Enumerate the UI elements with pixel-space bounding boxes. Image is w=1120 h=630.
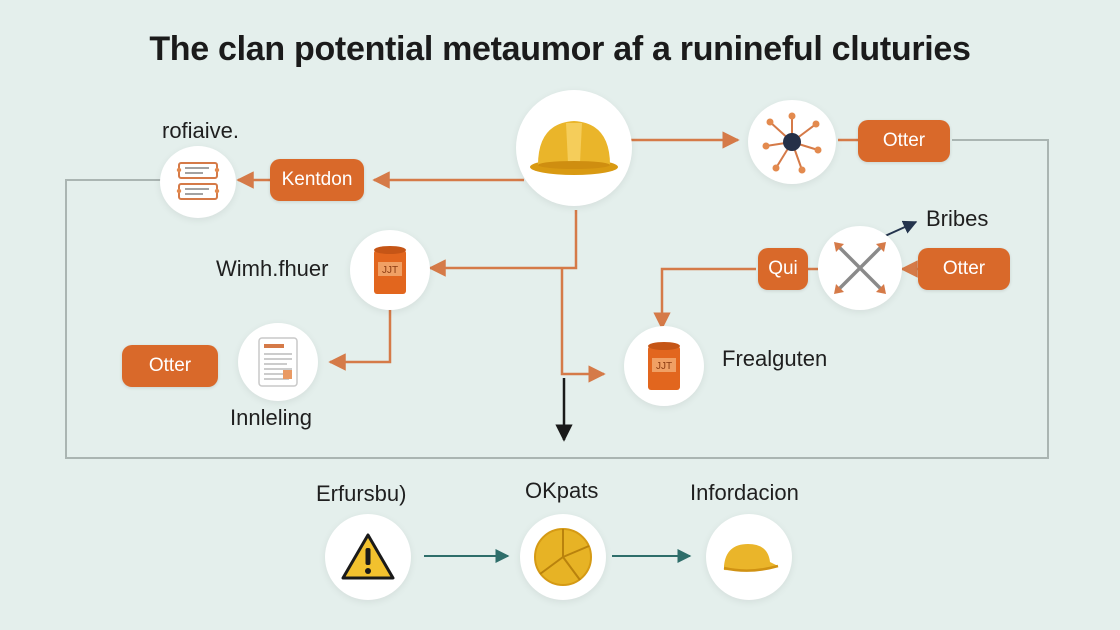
crossed-tools-node (818, 226, 902, 310)
svg-text:JJT: JJT (382, 265, 398, 276)
can-left-node: JJT (350, 230, 430, 310)
line-trunk-branch (560, 268, 606, 383)
hard-hat-node (516, 90, 632, 206)
diagram-title: The clan potential metaumor af a runinef… (149, 30, 971, 68)
arrow-can-to-document (328, 306, 392, 371)
hard-hat-icon (528, 115, 620, 181)
pie-node (520, 514, 606, 600)
tickets-node (160, 146, 236, 218)
crossed-tools-icon (830, 238, 890, 298)
can-right-node: JJT (624, 326, 704, 406)
label-erfursbu: Erfursbu) (316, 481, 407, 506)
label-innleling: Innleling (230, 405, 312, 430)
document-node (238, 323, 318, 401)
can-icon: JJT (370, 242, 410, 298)
otter-box-left: Otter (122, 345, 218, 387)
pie-icon (532, 526, 594, 588)
warning-icon (340, 532, 396, 582)
kentdon-box: Kentdon (270, 159, 364, 201)
otter-box-right: Otter (918, 248, 1010, 290)
warning-node (325, 514, 411, 600)
qui-box: Qui (758, 248, 808, 290)
label-rofiaive: rofiaive. (162, 118, 240, 143)
arrow-qui-to-can (653, 267, 756, 330)
svg-text:JJT: JJT (656, 361, 672, 372)
label-wimh-fhuer: Wimh.fhuer (216, 256, 329, 281)
tickets-icon (173, 157, 223, 207)
cap-node (706, 514, 792, 600)
outer-frame-line (65, 139, 1049, 459)
label-okpats: OKpats (525, 478, 599, 503)
arrow-tools-to-bribes (884, 220, 918, 237)
document-icon (253, 334, 303, 390)
molecule-node (748, 100, 836, 184)
molecule-icon (760, 110, 824, 174)
label-bribes: Bribes (926, 206, 989, 231)
cap-icon (718, 540, 780, 574)
otter-box-top: Otter (858, 120, 950, 162)
line-trunk-down (428, 210, 578, 277)
can-icon: JJT (644, 338, 684, 394)
label-infordacion: Infordacion (690, 480, 799, 505)
label-frealguten: Frealguten (722, 346, 828, 371)
